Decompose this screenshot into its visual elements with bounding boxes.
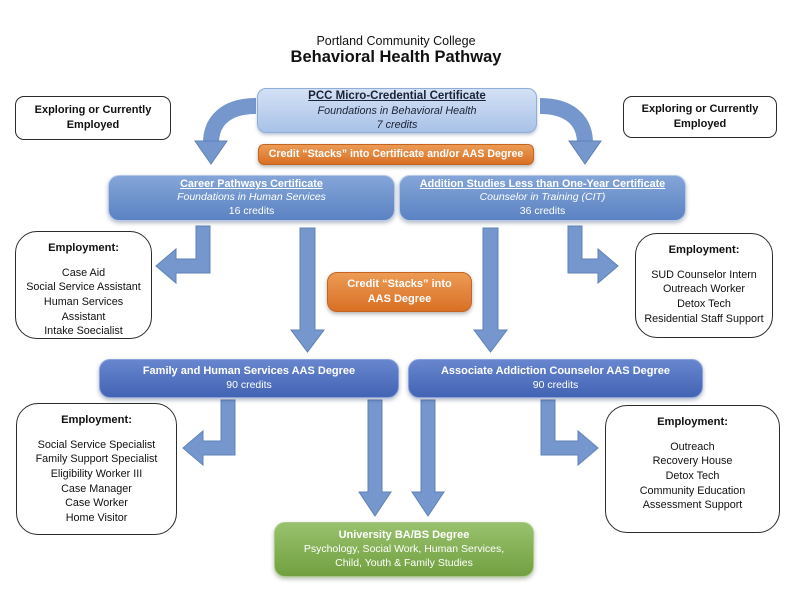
arrow-career-to-aas-icon: [290, 227, 325, 353]
stack-banner: Credit “Stacks” into Certificate and/or …: [258, 144, 534, 165]
micro-credential-box: PCC Micro-Credential Certificate Foundat…: [257, 88, 537, 133]
career-pathways-certificate-box: Career Pathways Certificate Foundations …: [108, 175, 395, 221]
exploring-right-box: Exploring or Currently Employed: [623, 96, 777, 138]
employment-heading: Employment:: [48, 242, 119, 254]
arrow-micro-to-right-head-icon: [568, 140, 602, 165]
career-certificate-subtitle: Foundations in Human Services: [177, 191, 326, 204]
employment-item: Case Worker: [65, 497, 128, 510]
stack-banner-label: Credit “Stacks” into Certificate and/or …: [268, 147, 524, 160]
addiction-aas-credits: 90 credits: [532, 378, 579, 391]
employment-item: Community Education: [639, 484, 746, 497]
exploring-right-label: Exploring or Currently Employed: [641, 103, 759, 130]
university-line2: Psychology, Social Work, Human Services,: [303, 542, 505, 555]
employment-item: Case Aid: [61, 266, 106, 279]
arrow-micro-to-left-head-icon: [194, 140, 228, 165]
arrow-family-aas-to-university-icon: [358, 399, 392, 517]
employment-item: Outreach: [670, 440, 715, 453]
employment-item: Intake Soecialist: [44, 325, 123, 338]
career-certificate-credits: 16 credits: [228, 205, 275, 218]
employment-item: Recovery House: [652, 455, 733, 468]
employment-item: Home Visitor: [65, 511, 128, 524]
stack-mid-box: Credit “Stacks” into AAS Degree: [327, 272, 472, 312]
university-degree-box: University BA/BS Degree Psychology, Soci…: [274, 522, 534, 577]
career-certificate-title: Career Pathways Certificate: [180, 178, 323, 191]
arrow-addiction-aas-to-university-icon: [411, 399, 445, 517]
arrow-micro-to-right-icon: [539, 98, 593, 144]
micro-credential-title: PCC Micro-Credential Certificate: [308, 89, 486, 102]
employment-heading: Employment:: [657, 416, 728, 428]
pathway-title: Behavioral Health Pathway: [290, 48, 502, 66]
exploring-left-box: Exploring or Currently Employed: [15, 96, 171, 140]
addiction-studies-certificate-box: Addition Studies Less than One-Year Cert…: [399, 175, 686, 221]
addiction-certificate-credits: 36 credits: [519, 205, 566, 218]
family-aas-degree-box: Family and Human Services AAS Degree 90 …: [99, 359, 399, 398]
employment-item: Social Service Specialist: [37, 438, 156, 451]
employment-item: Human Services: [43, 295, 124, 308]
employment-heading: Employment:: [61, 414, 132, 426]
employment-item: Outreach Worker: [662, 283, 745, 296]
employment-item: Residential Staff Support: [644, 312, 764, 325]
employment-item: Eligibility Worker III: [50, 467, 143, 480]
addiction-certificate-title: Addition Studies Less than One-Year Cert…: [419, 178, 666, 191]
family-aas-title: Family and Human Services AAS Degree: [142, 365, 356, 378]
employment-item: SUD Counselor Intern: [651, 268, 757, 281]
exploring-left-label: Exploring or Currently Employed: [34, 104, 152, 131]
micro-credential-credits: 7 credits: [376, 119, 418, 132]
employment-item: Social Service Assistant: [26, 281, 141, 294]
stack-mid-label: Credit “Stacks” into AAS Degree: [347, 278, 452, 305]
arrow-cit-to-aas-icon: [473, 227, 508, 353]
arrow-family-aas-to-employment-icon: [182, 399, 236, 467]
family-aas-credits: 90 credits: [226, 378, 272, 391]
university-title: University BA/BS Degree: [338, 529, 470, 542]
arrow-cit-to-employment-icon: [567, 225, 619, 285]
employment-heading: Employment:: [668, 244, 740, 256]
employment-item: Detox Tech: [665, 469, 720, 482]
arrow-micro-to-left-icon: [203, 98, 257, 144]
employment-item: Assessment Support: [642, 499, 743, 512]
university-line3: Child, Youth & Family Studies: [335, 556, 473, 569]
employment-item: Family Support Specialist: [35, 453, 158, 466]
employment-item: Assistant: [61, 310, 106, 323]
addiction-certificate-subtitle: Counselor in Training (CIT): [479, 191, 606, 204]
employment-item: Detox Tech: [677, 297, 731, 310]
micro-credential-subtitle: Foundations in Behavioral Health: [317, 104, 477, 117]
arrow-career-to-employment-icon: [155, 225, 211, 285]
employment-item: Case Manager: [61, 482, 132, 495]
addiction-aas-degree-box: Associate Addiction Counselor AAS Degree…: [408, 359, 703, 398]
college-title: Portland Community College: [316, 34, 476, 48]
arrow-addiction-aas-to-employment-icon: [540, 399, 599, 467]
addiction-aas-title: Associate Addiction Counselor AAS Degree: [440, 365, 670, 378]
